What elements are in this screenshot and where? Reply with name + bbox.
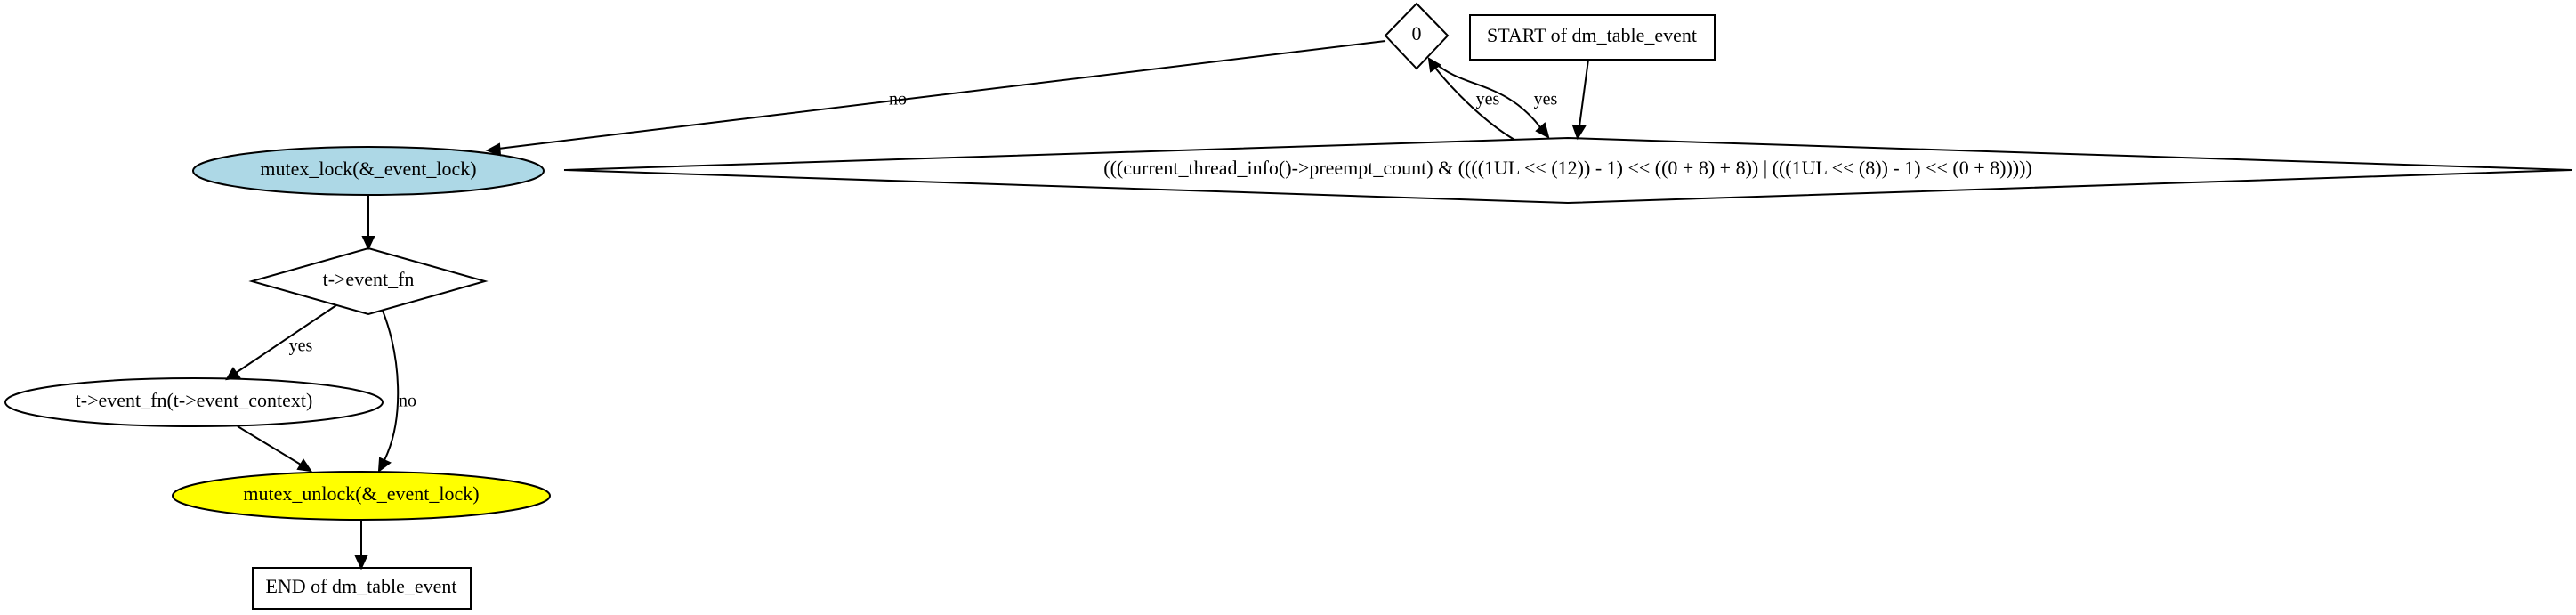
mutex-lock-label: mutex_lock(&_event_lock) bbox=[260, 158, 476, 180]
preempt-decision-diamond bbox=[563, 136, 2572, 205]
event-fn-decision-diamond bbox=[248, 247, 489, 316]
event-fn-call-ellipse bbox=[4, 377, 384, 427]
edge-zero-to-lock-line bbox=[497, 40, 1386, 150]
event-fn-decision-label: t->event_fn bbox=[323, 268, 415, 290]
edge-fn-to-unlock-label: no bbox=[399, 392, 416, 411]
start-node-box bbox=[1469, 14, 1716, 61]
edge-start-to-preempt bbox=[1571, 59, 1589, 141]
edge-call-to-unlock-arrowhead bbox=[296, 458, 313, 473]
end-node: END of dm_table_event bbox=[252, 567, 472, 610]
edge-fn-to-call-line bbox=[235, 304, 337, 374]
event-fn-call-node: t->event_fn(t->event_context) bbox=[4, 377, 384, 427]
zero-decision-node: 0 bbox=[1384, 2, 1450, 70]
mutex-unlock-label: mutex_unlock(&_event_lock) bbox=[243, 482, 479, 505]
edge-fn-to-unlock: no bbox=[377, 310, 416, 473]
start-node-label: START of dm_table_event bbox=[1487, 24, 1697, 46]
end-node-box bbox=[252, 567, 472, 610]
edge-unlock-to-end bbox=[354, 520, 368, 570]
edge-unlock-to-end-arrowhead bbox=[354, 555, 368, 570]
edge-zero-to-preempt: yes bbox=[1433, 61, 1558, 139]
edge-zero-to-lock-arrowhead bbox=[485, 142, 502, 157]
event-fn-decision-node: t->event_fn bbox=[248, 247, 489, 316]
edge-zero-to-lock: no bbox=[485, 40, 1386, 157]
edge-preempt-to-zero: yes bbox=[1427, 57, 1515, 141]
edge-lock-to-fn bbox=[361, 195, 375, 251]
edge-call-to-unlock-line bbox=[237, 425, 302, 465]
zero-decision-diamond bbox=[1384, 2, 1450, 70]
preempt-decision-node: (((current_thread_info()->preempt_count)… bbox=[563, 136, 2572, 205]
edge-fn-to-call-label: yes bbox=[289, 336, 313, 356]
edge-lock-to-fn-arrowhead bbox=[361, 236, 375, 251]
event-fn-call-label: t->event_fn(t->event_context) bbox=[76, 389, 313, 411]
end-node-label: END of dm_table_event bbox=[265, 575, 456, 597]
edge-fn-to-unlock-line bbox=[382, 310, 400, 461]
edge-zero-to-preempt-line bbox=[1433, 61, 1541, 128]
edge-zero-to-lock-label: no bbox=[889, 90, 907, 109]
preempt-decision-label: (((current_thread_info()->preempt_count)… bbox=[1103, 157, 2032, 179]
edge-preempt-to-zero-line bbox=[1433, 66, 1515, 141]
edge-zero-to-preempt-arrowhead bbox=[1535, 122, 1550, 139]
edge-preempt-to-zero-label: yes bbox=[1476, 90, 1500, 109]
edge-fn-to-call: yes bbox=[225, 304, 337, 381]
edge-zero-to-preempt-label: yes bbox=[1534, 90, 1558, 109]
edge-preempt-to-zero-arrowhead bbox=[1427, 57, 1441, 73]
mutex-unlock-node: mutex_unlock(&_event_lock) bbox=[172, 471, 551, 521]
edge-start-to-preempt-line bbox=[1579, 59, 1589, 127]
start-node: START of dm_table_event bbox=[1469, 14, 1716, 61]
edge-start-to-preempt-arrowhead bbox=[1571, 124, 1587, 141]
zero-decision-label: 0 bbox=[1412, 22, 1422, 45]
mutex-lock-node: mutex_lock(&_event_lock) bbox=[192, 146, 545, 196]
edge-call-to-unlock bbox=[237, 425, 313, 473]
edge-fn-to-unlock-arrowhead bbox=[377, 457, 392, 473]
edge-fn-to-call-arrowhead bbox=[225, 367, 241, 381]
